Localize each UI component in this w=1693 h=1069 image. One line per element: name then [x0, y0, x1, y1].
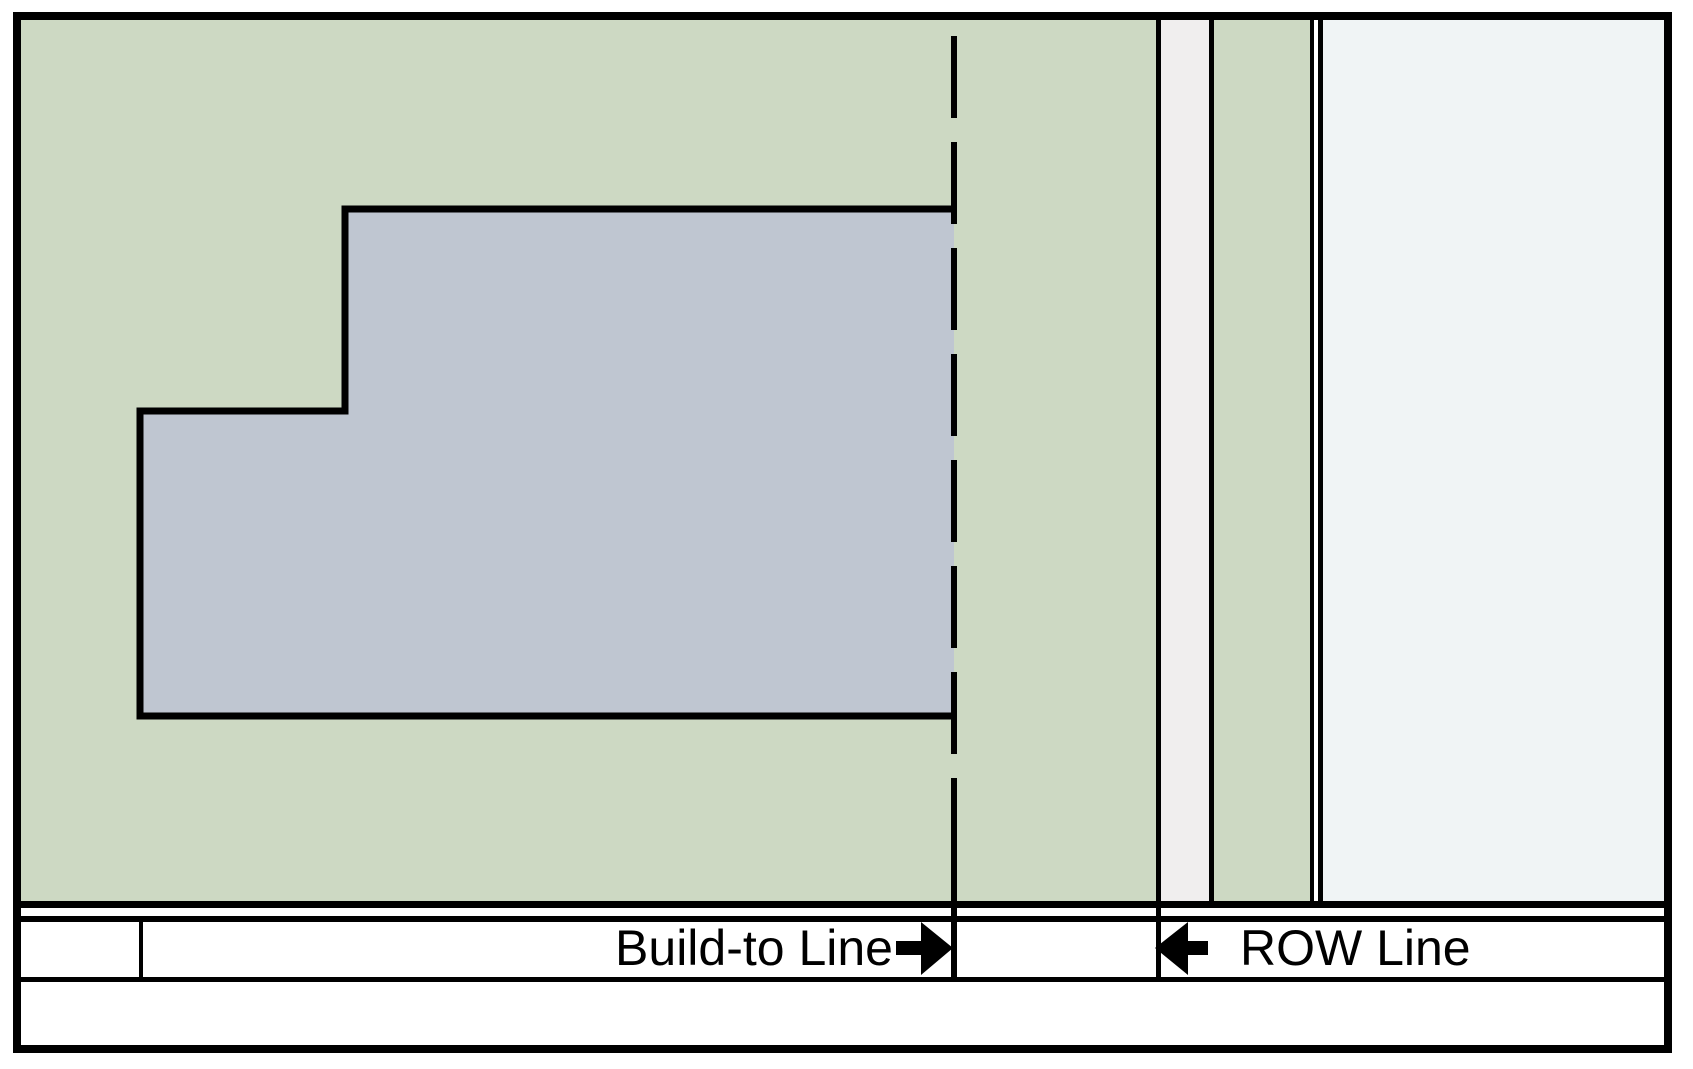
building-face-tick [139, 916, 143, 979]
sidewalk-strip [1161, 20, 1209, 903]
label-band-top-line [20, 916, 1664, 922]
curb-line-outer [1310, 20, 1314, 903]
curb-line-inner [1318, 20, 1323, 903]
strip-boundary-line [1209, 20, 1214, 903]
row-line-label: ROW Line [1240, 920, 1471, 976]
planting-strip [1214, 20, 1310, 903]
row-line [1156, 20, 1161, 979]
build-to-line-label: Build-to Line [615, 920, 893, 976]
curb-sliver [1314, 20, 1318, 903]
plan-bottom-line [20, 901, 1664, 908]
diagram-frame [13, 12, 1672, 1053]
street-area [1323, 20, 1664, 903]
label-band-bottom-line [20, 977, 1664, 982]
